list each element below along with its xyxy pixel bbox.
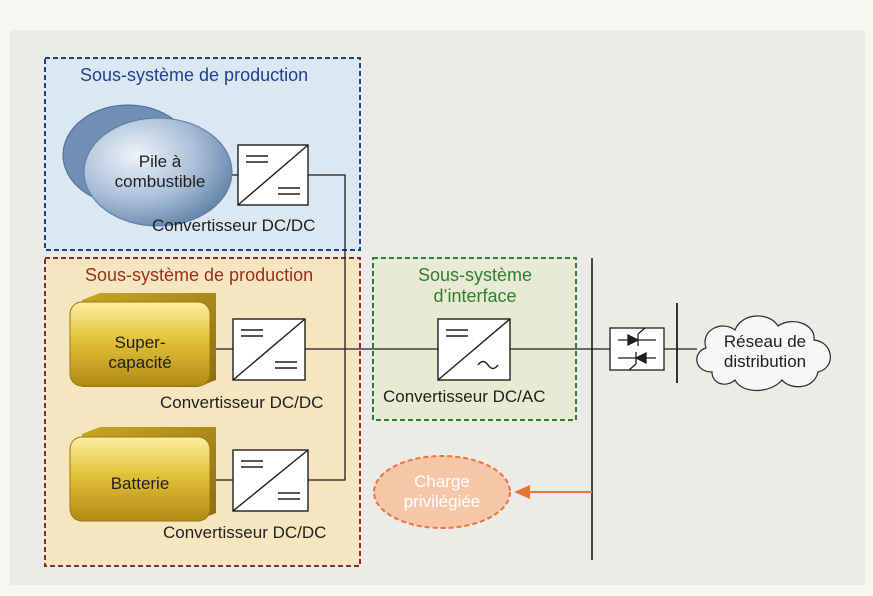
dc-dc-converter-icon [232,449,309,512]
battery-label: Batterie [110,474,170,493]
converter-dcdc-1-label: Convertisseur DC/DC [152,216,316,235]
supercap-label-line2: capacité [108,353,172,372]
fuel-cell-label-line1: Pile à [138,152,182,171]
converter-dcac-label: Convertisseur DC/AC [383,387,546,406]
interface-title-line1: Sous-système [417,265,533,285]
priority-load-label-line1: Charge [414,472,470,491]
converter-dcdc-2-label: Convertisseur DC/DC [160,393,324,412]
fuel-cell-label-line2: combustible [114,172,206,191]
battery-block-icon [69,427,216,522]
priority-load-node [373,455,511,529]
supercap-label-line1: Super- [114,333,166,352]
converter-dcdc-3-label: Convertisseur DC/DC [163,523,327,542]
supercapacitor-block-icon [69,293,216,387]
load-arrow-head [514,485,530,499]
dc-dc-converter-icon [237,144,309,206]
production-top-title: Sous-système de production [80,65,309,85]
grid-label-line2: distribution [723,352,807,371]
priority-load-label-line2: privilégiée [403,492,481,511]
production-bottom-title: Sous-système de production [85,265,314,285]
grid-label-line1: Réseau de [723,332,807,351]
fuel-cell-disc-icon [62,104,233,227]
cloud-icon [696,315,831,392]
static-switch-icon [609,327,665,371]
interface-title-line2: d’interface [433,286,517,306]
dc-dc-converter-icon [232,318,306,381]
dc-ac-inverter-icon [437,318,511,381]
wiring [216,174,697,481]
